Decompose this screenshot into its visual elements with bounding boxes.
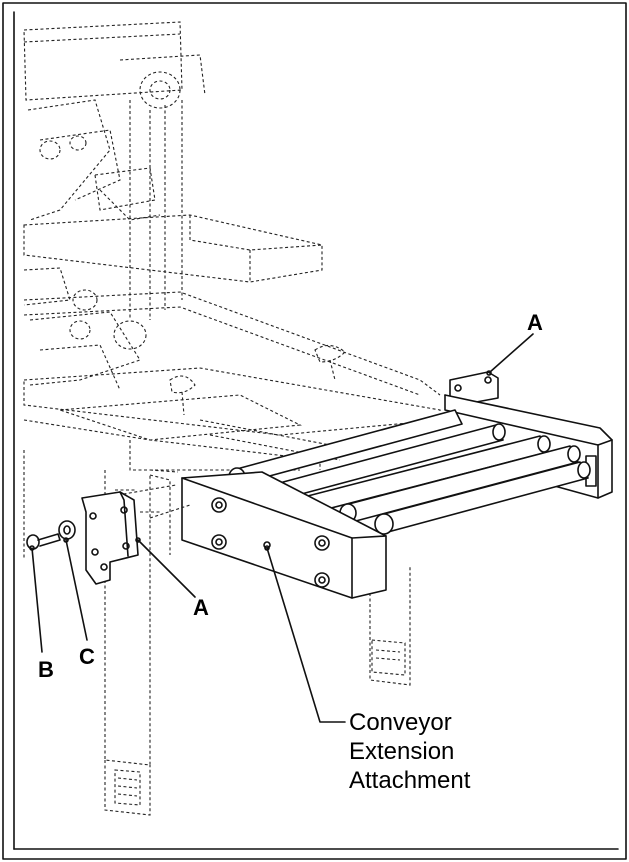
label-c: C	[79, 644, 95, 669]
leader-c	[65, 539, 88, 641]
leader-a-top	[489, 333, 534, 373]
bolt-head	[314, 535, 330, 551]
bolt-head	[314, 572, 330, 588]
leader-b	[31, 547, 43, 653]
caption-line-1: Conveyor	[349, 709, 452, 736]
washer-c	[58, 520, 76, 540]
bolt-head	[211, 497, 227, 513]
leader-caption	[266, 547, 346, 723]
caption-line-2: Extension	[349, 738, 454, 765]
bolt-head	[211, 534, 227, 550]
case-sealer-machine	[23, 21, 441, 816]
bracket-a-near	[81, 491, 139, 585]
label-a-top: A	[527, 310, 543, 335]
label-a-bottom: A	[193, 595, 209, 620]
leader-a-bottom	[137, 539, 196, 598]
conveyor-extension-attachment	[117, 394, 613, 599]
roller	[374, 461, 591, 535]
label-b: B	[38, 657, 54, 682]
caption-line-3: Attachment	[349, 767, 471, 794]
